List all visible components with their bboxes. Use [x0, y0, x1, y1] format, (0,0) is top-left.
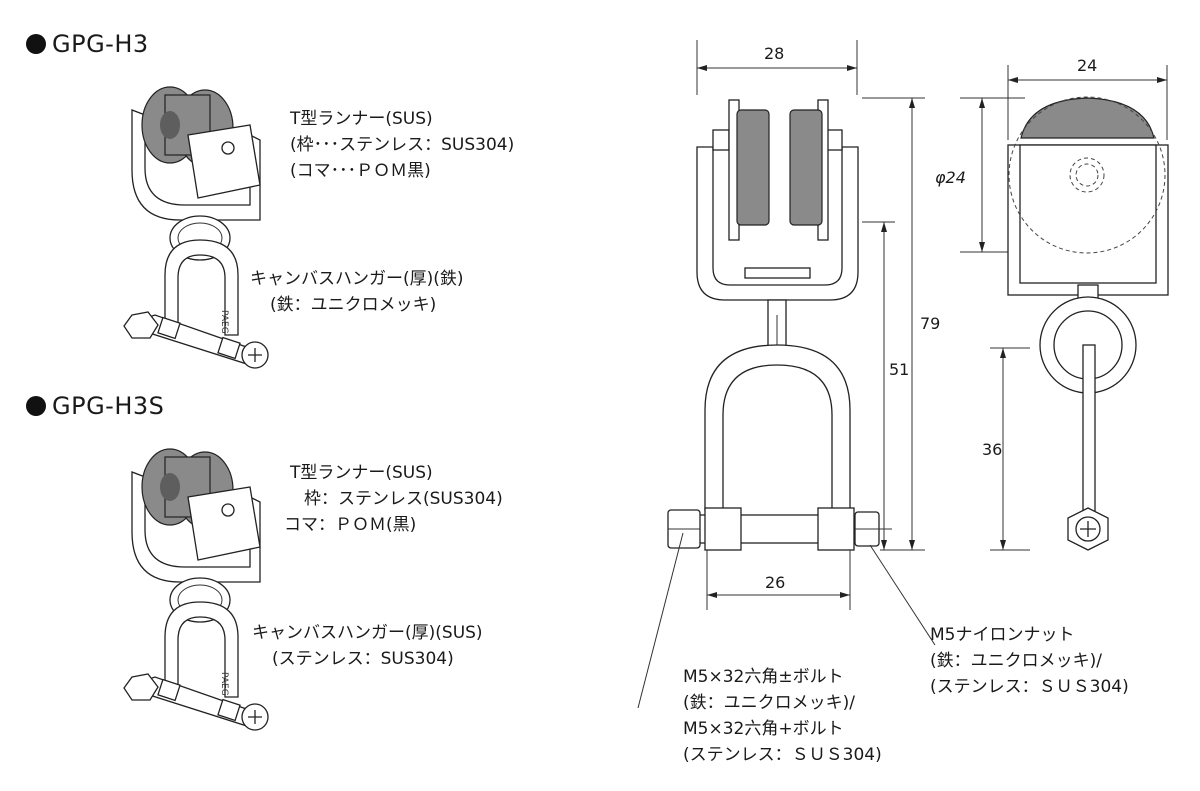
bullet-icon — [26, 34, 46, 54]
svg-text:PAEG: PAEG — [219, 310, 229, 334]
hanger-line: (鉄：ユニクロメッキ) — [270, 295, 437, 315]
runner-line: (枠･･･ステンレス：SUS304) — [290, 135, 515, 155]
runner-line: コマ：ＰＯＭ(黒) — [284, 515, 417, 535]
runner-line: 枠：ステンレス(SUS304) — [304, 489, 503, 509]
product-title-gpg-h3s: GPG-H3S — [26, 392, 164, 420]
runner-line: (コマ･･･ＰＯＭ黒) — [290, 161, 431, 181]
bullet-icon — [26, 396, 46, 416]
hanger-line: キャンバスハンガー(厚)(SUS) — [252, 623, 483, 643]
bolt-line: M5×32六角+ボルト — [683, 719, 844, 739]
runner-line: T型ランナー(SUS) — [290, 109, 433, 129]
dim-side-hanger-height: 36 — [982, 440, 1003, 459]
dim-side-width: 24 — [1077, 56, 1098, 75]
hanger-line: (ステンレス：SUS304) — [272, 649, 454, 669]
runner-label: T型ランナー(SUS) (枠･･･ステンレス：SUS304) (コマ･･･ＰＯＭ… — [290, 106, 514, 184]
assembly-illustration-h3s: PAEG — [123, 448, 269, 731]
hanger-line: キャンバスハンガー(厚)(鉄) — [250, 269, 464, 289]
bolt-line: (ステンレス：ＳＵＳ304) — [683, 745, 882, 765]
svg-text:PAEG: PAEG — [219, 672, 229, 696]
dim-hanger-height: 51 — [889, 360, 910, 379]
dim-front-width: 28 — [764, 44, 785, 63]
product-title-text: GPG-H3 — [52, 30, 149, 58]
dim-wheel-diameter: φ24 — [935, 168, 966, 187]
assembly-illustration-h3: PAEG — [123, 86, 269, 369]
product-title-gpg-h3: GPG-H3 — [26, 30, 149, 58]
product-title-text: GPG-H3S — [52, 392, 165, 420]
hanger-label: キャンバスハンガー(厚)(SUS) (ステンレス：SUS304) — [252, 620, 483, 672]
bolt-callout: M5×32六角±ボルト (鉄：ユニクロメッキ)/ M5×32六角+ボルト (ステ… — [683, 664, 882, 768]
nut-line: (ステンレス：ＳＵＳ304) — [930, 677, 1129, 697]
dim-total-height: 79 — [920, 314, 941, 333]
runner-label: T型ランナー(SUS) 枠：ステンレス(SUS304) コマ：ＰＯＭ(黒) — [284, 460, 503, 538]
nut-line: M5ナイロンナット — [930, 625, 1075, 645]
bolt-line: M5×32六角±ボルト — [683, 667, 844, 687]
dim-bolt-span: 26 — [765, 573, 786, 592]
nut-callout: M5ナイロンナット (鉄：ユニクロメッキ)/ (ステンレス：ＳＵＳ304) — [930, 622, 1129, 700]
nut-line: (鉄：ユニクロメッキ)/ — [930, 651, 1102, 671]
bolt-line: (鉄：ユニクロメッキ)/ — [683, 693, 855, 713]
hanger-label: キャンバスハンガー(厚)(鉄) (鉄：ユニクロメッキ) — [250, 266, 464, 318]
runner-line: T型ランナー(SUS) — [290, 463, 433, 483]
